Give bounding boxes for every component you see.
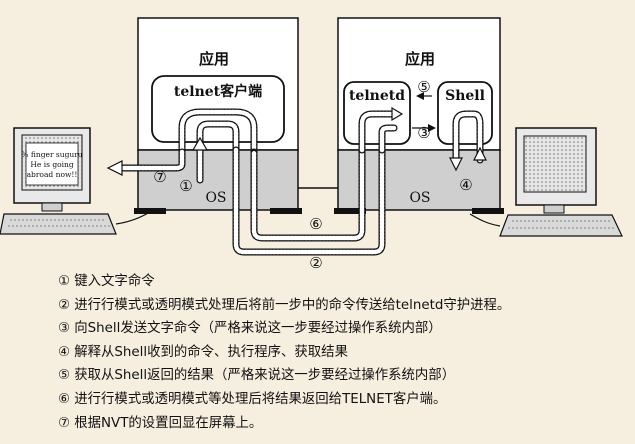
legend-item-3: ③ 向Shell发送文字命令（严格来说这一步要经过操作系统内部） [58,321,442,337]
legend-item-1: ① 键入文字命令 [58,274,155,289]
terminal-line-2: He is going [30,160,74,169]
step-marker-7: ⑦ [153,168,166,186]
legend-item-4: ④ 解释从Shell收到的命令、执行程序、获取结果 [58,344,348,360]
shell-label: Shell [445,88,485,104]
telnet-client-label: telnet客户端 [174,83,262,100]
telnetd-label: telnetd [349,88,405,104]
client-app-label: 应用 [199,50,229,68]
client-terminal: % finger suguru He is going abroad now!! [0,127,151,235]
flow-paths [116,108,484,256]
server-app-label: 应用 [405,50,435,68]
step-marker-2: ② [309,254,322,272]
server-keyboard [499,214,623,237]
server-os-label: OS [409,190,430,206]
legend-item-7: ⑦ 根据NVT的设置回显在屏幕上。 [58,415,263,431]
server-terminal [469,127,623,237]
step-legend: ① 键入文字命令 ② 进行行模式或透明模式处理后将前一步中的命令传送给telne… [58,270,628,435]
step-marker-1: ① [179,177,192,195]
step-marker-5: ⑤ [417,78,430,96]
terminal-line-3: abroad now!! [27,170,78,179]
client-os-area [137,149,299,211]
client-keyboard [0,213,117,235]
terminal-line-1: % finger suguru [21,150,82,159]
client-os-label: OS [205,190,226,206]
step-marker-3: ③ [417,124,430,142]
legend-item-5: ⑤ 获取从Shell返回的结果（严格来说这一步要经过操作系统内部） [58,368,456,384]
legend-item-6: ⑥ 进行行模式或透明模式等处理后将结果返回给TELNET客户端。 [58,391,447,407]
flow-arrows [106,106,487,176]
server-ipc-arrows [412,92,436,132]
step-marker-4: ④ [459,176,472,194]
legend-item-2: ② 进行行模式或透明模式处理后将前一步中的命令传送给telnetd守护进程。 [58,297,511,313]
step-marker-6: ⑥ [309,215,322,233]
